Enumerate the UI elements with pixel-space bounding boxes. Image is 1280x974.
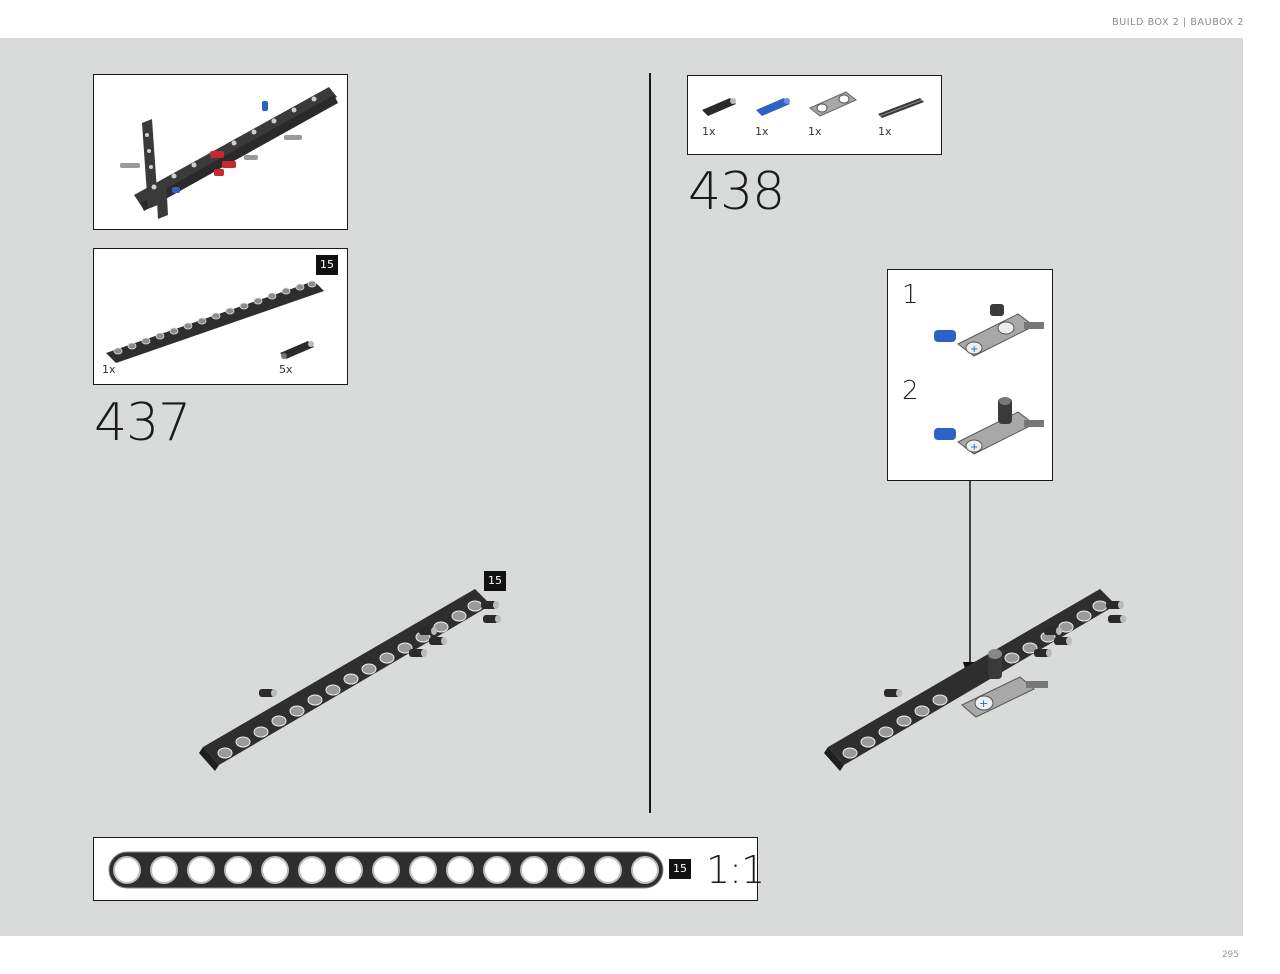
scale-label: 1:1 [706, 848, 765, 892]
blue-pin-icon [756, 98, 790, 116]
connector-block-icon [809, 91, 857, 117]
scale-beam-hole [520, 856, 548, 884]
scale-beam-hole [150, 856, 178, 884]
scale-beam-hole [483, 856, 511, 884]
header-title: BUILD BOX 2 | BAUBOX 2 [1112, 17, 1244, 28]
scale-beam-hole [594, 856, 622, 884]
part-qty-blue-pin: 1x [755, 125, 769, 138]
scale-beam-hole [557, 856, 585, 884]
step-437-model [199, 589, 501, 771]
substep-2-number: 2 [902, 376, 919, 406]
scale-beam-hole [187, 856, 215, 884]
scale-reference-box: 15 1:1 [93, 837, 765, 901]
scale-beam-badge: 15 [669, 859, 691, 879]
parts-list-box-438: 1x 1x 1x 1x [687, 75, 942, 155]
step-438-model: + [824, 589, 1126, 771]
scale-beam-hole [372, 856, 400, 884]
model-beam-badge: 15 [484, 571, 506, 591]
black-pin-icon [280, 341, 314, 359]
substep-1-number: 1 [902, 280, 919, 310]
axle-icon [878, 98, 924, 118]
scale-beam-hole [446, 856, 474, 884]
submodel-assembly-image [120, 87, 338, 219]
scale-beam-hole [224, 856, 252, 884]
black-pin-icon [702, 98, 736, 116]
svg-text:+: + [979, 697, 988, 710]
subassembly-callout: 1 2 + + [887, 269, 1053, 481]
scale-beam-hole [335, 856, 363, 884]
page-number: 295 [1221, 950, 1239, 960]
part-qty-pin: 5x [279, 363, 293, 376]
beam-length-badge: 15 [316, 255, 338, 275]
substep-2-image: + [934, 397, 1044, 455]
scale-beam-hole [409, 856, 437, 884]
scale-beam-hole [298, 856, 326, 884]
submodel-preview-box [93, 74, 348, 230]
part-qty-axle: 1x [878, 125, 892, 138]
scale-beam-hole [261, 856, 289, 884]
svg-text:+: + [970, 344, 978, 355]
part-qty-beam: 1x [102, 363, 116, 376]
beam-15-icon [106, 280, 324, 363]
scale-beam-hole [113, 856, 141, 884]
step-divider [649, 73, 651, 813]
parts-list-box: 15 1x 5x [93, 248, 348, 385]
part-qty-black-pin: 1x [702, 125, 716, 138]
substep-1-image: + [934, 304, 1044, 357]
svg-text:+: + [970, 442, 978, 453]
scale-beam-hole [631, 856, 659, 884]
step-number-437: 437 [94, 393, 191, 453]
page-header: BUILD BOX 2 | BAUBOX 2 [0, 0, 1280, 38]
scale-beam-1-1 [108, 851, 664, 889]
part-qty-connector: 1x [808, 125, 822, 138]
step-number-438: 438 [688, 162, 785, 222]
